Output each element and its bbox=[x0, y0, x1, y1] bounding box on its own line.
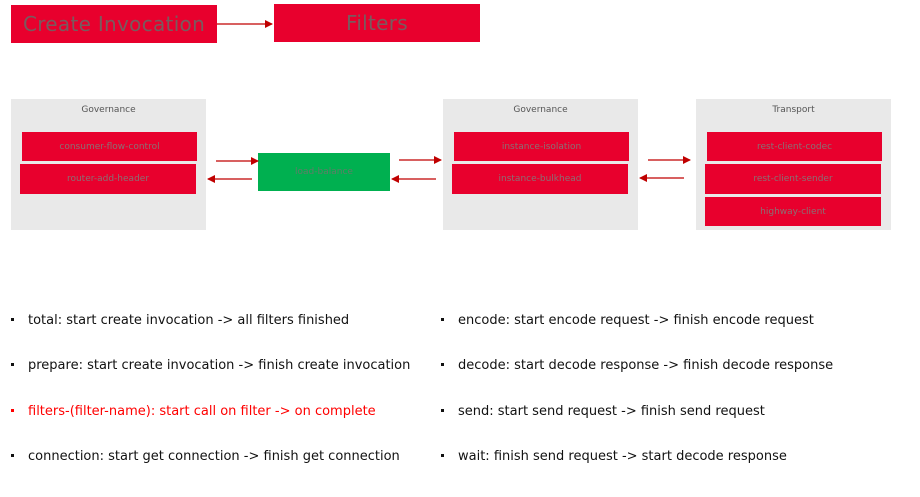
filter-label: rest-client-codec bbox=[756, 141, 833, 152]
load-balance-box: load-balance bbox=[258, 153, 390, 191]
governance-panel-consumer: Governance consumer-flow-control router-… bbox=[11, 99, 206, 230]
filter-label: instance-isolation bbox=[501, 141, 582, 152]
filter-instance-isolation: instance-isolation bbox=[454, 132, 629, 161]
filter-router-add-header: router-add-header bbox=[20, 164, 196, 194]
load-balance-label: load-balance bbox=[295, 167, 353, 177]
bullet-icon bbox=[11, 454, 14, 457]
legend-item-prepare: prepare: start create invocation -> fini… bbox=[11, 358, 410, 373]
bullet-icon bbox=[11, 318, 14, 321]
panel-title: Governance bbox=[81, 105, 136, 115]
legend-text: total: start create invocation -> all fi… bbox=[28, 313, 350, 328]
legend-text: send: start send request -> finish send … bbox=[458, 404, 765, 419]
governance-panel-instance: Governance instance-isolation instance-b… bbox=[443, 99, 638, 230]
filter-label: highway-client bbox=[760, 206, 826, 217]
legend-item-filters: filters-(filter-name): start call on fil… bbox=[11, 404, 376, 419]
panel-title: Governance bbox=[513, 105, 568, 115]
legend-text: encode: start encode request -> finish e… bbox=[458, 313, 814, 328]
filter-label: rest-client-sender bbox=[753, 174, 833, 184]
legend-item-send: send: start send request -> finish send … bbox=[441, 404, 765, 419]
create-invocation-box: Create Invocation bbox=[11, 5, 217, 43]
legend-item-wait: wait: finish send request -> start decod… bbox=[441, 449, 787, 464]
filters-box: Filters bbox=[274, 4, 480, 42]
filter-label: router-add-header bbox=[66, 174, 150, 184]
filter-consumer-flow-control: consumer-flow-control bbox=[22, 132, 197, 161]
create-invocation-label: Create Invocation bbox=[22, 12, 206, 36]
bullet-icon bbox=[441, 318, 444, 321]
legend-text: connection: start get connection -> fini… bbox=[28, 449, 400, 464]
transport-panel: Transport rest-client-codec rest-client-… bbox=[696, 99, 891, 230]
filter-highway-client: highway-client bbox=[705, 197, 881, 226]
filters-label: Filters bbox=[345, 11, 409, 35]
filter-rest-client-codec: rest-client-codec bbox=[707, 132, 882, 161]
legend-text: wait: finish send request -> start decod… bbox=[458, 449, 787, 464]
legend-text: prepare: start create invocation -> fini… bbox=[28, 358, 411, 373]
bullet-icon bbox=[441, 363, 444, 366]
legend-text: filters-(filter-name): start call on fil… bbox=[28, 404, 376, 419]
legend-item-decode: decode: start decode response -> finish … bbox=[441, 358, 833, 373]
filter-label: consumer-flow-control bbox=[59, 141, 160, 152]
bullet-icon bbox=[11, 409, 14, 412]
legend-item-connection: connection: start get connection -> fini… bbox=[11, 449, 400, 464]
filter-rest-client-sender: rest-client-sender bbox=[705, 164, 881, 194]
legend-text: decode: start decode response -> finish … bbox=[458, 358, 834, 373]
bullet-icon bbox=[11, 363, 14, 366]
legend-item-total: total: start create invocation -> all fi… bbox=[11, 313, 349, 328]
legend-item-encode: encode: start encode request -> finish e… bbox=[441, 313, 814, 328]
filter-label: instance-bulkhead bbox=[498, 174, 582, 184]
panel-title: Transport bbox=[772, 105, 815, 115]
bullet-icon bbox=[441, 409, 444, 412]
bullet-icon bbox=[441, 454, 444, 457]
filter-instance-bulkhead: instance-bulkhead bbox=[452, 164, 628, 194]
